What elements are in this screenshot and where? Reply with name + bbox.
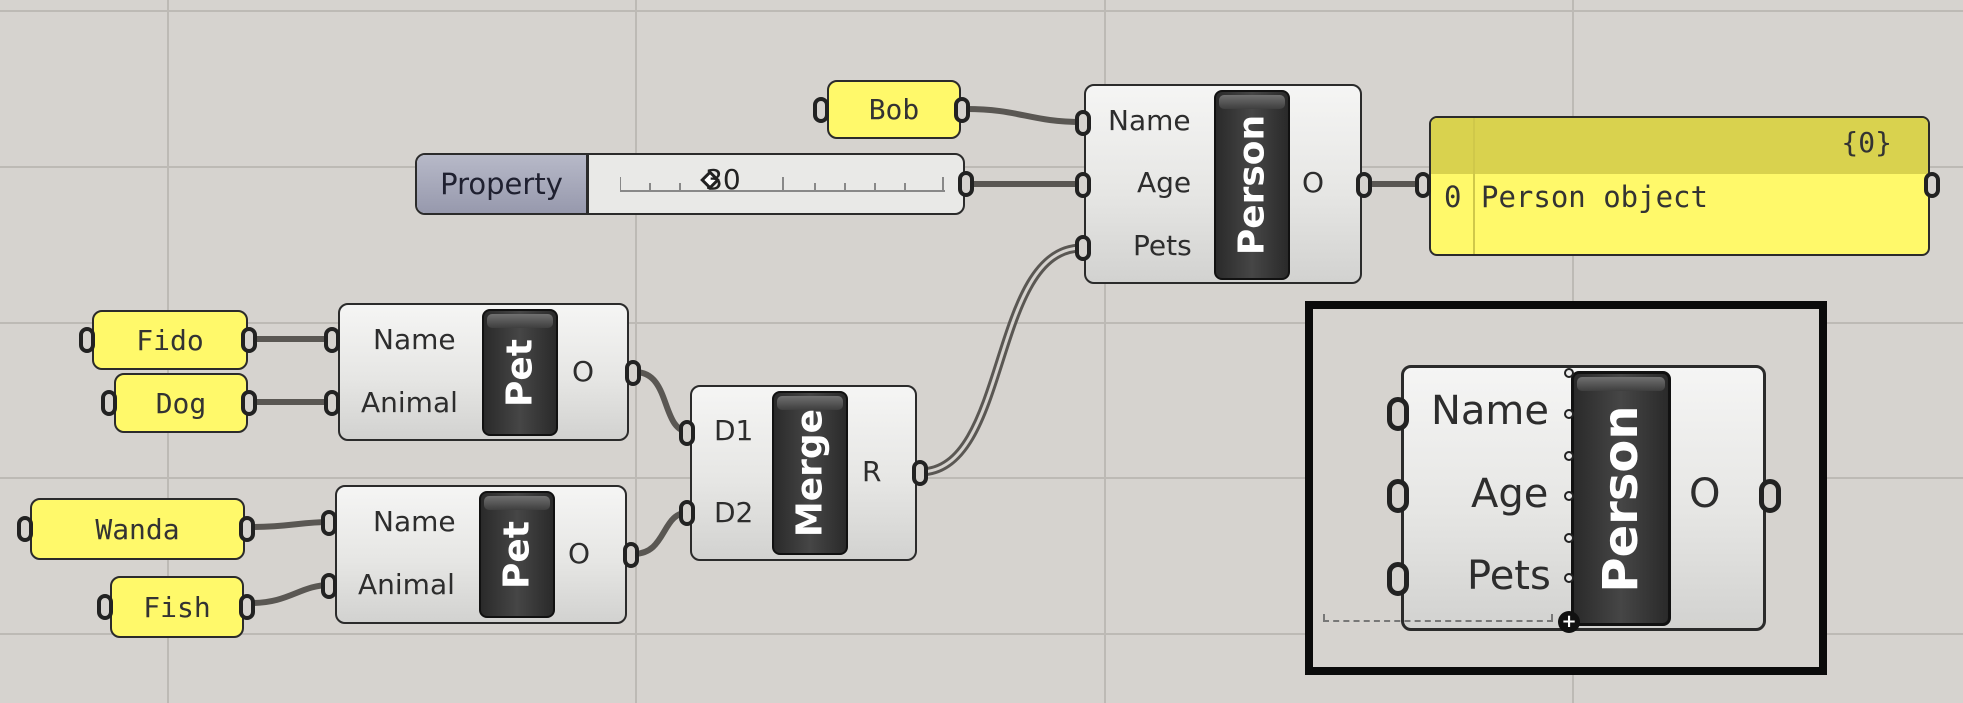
zoom-inset: Name Age Pets Person O + <box>1305 301 1827 675</box>
pet1-input-name[interactable]: Name <box>373 323 456 356</box>
zoom-input-pets[interactable]: Pets <box>1467 553 1551 599</box>
pet1-output[interactable]: O <box>572 355 595 388</box>
panel-grip[interactable] <box>241 390 257 416</box>
output-panel[interactable]: {0} 0 Person object <box>1429 116 1930 256</box>
grid-line <box>0 166 1963 168</box>
insert-param-dot[interactable] <box>1564 533 1574 543</box>
slider-track[interactable] <box>620 173 945 193</box>
panel-text: Fido <box>136 323 204 357</box>
grid-line <box>0 322 1963 324</box>
pet2-input-name[interactable]: Name <box>373 505 456 538</box>
output-grip[interactable] <box>912 460 928 486</box>
pet1-nickname: Pet <box>482 309 558 436</box>
output-grip[interactable] <box>625 360 641 386</box>
panel-grip[interactable] <box>954 97 970 123</box>
panel-grip[interactable] <box>241 327 257 353</box>
input-grip[interactable] <box>1387 479 1409 513</box>
slider-value: 30 <box>705 163 741 196</box>
output-panel-index: 0 <box>1444 180 1462 214</box>
output-grip[interactable] <box>623 542 639 568</box>
panel-fish[interactable]: Fish <box>110 576 244 638</box>
input-grip[interactable] <box>1387 562 1409 596</box>
wire-fish-animal <box>248 582 333 606</box>
zoom-output[interactable]: O <box>1689 471 1721 517</box>
input-grip[interactable] <box>679 500 695 526</box>
person-nickname: Person <box>1214 90 1290 280</box>
panel-text: Wanda <box>95 512 180 546</box>
merge-output[interactable]: R <box>862 455 882 488</box>
remove-param-dot[interactable] <box>1564 491 1574 501</box>
slider-label: Property <box>417 155 589 213</box>
panel-fido[interactable]: Fido <box>92 310 248 370</box>
merge-input-d2[interactable]: D2 <box>714 496 754 529</box>
plus-icon: + <box>1561 611 1577 632</box>
person-input-name[interactable]: Name <box>1108 104 1191 137</box>
zoom-input-name[interactable]: Name <box>1431 388 1550 434</box>
grid-line <box>0 633 1963 635</box>
grid-line <box>1104 0 1106 703</box>
input-grip[interactable] <box>679 420 695 446</box>
insert-param-dot[interactable] <box>1564 451 1574 461</box>
merge-nickname: Merge <box>772 391 848 555</box>
person-output[interactable]: O <box>1302 166 1325 199</box>
output-grip[interactable] <box>1759 479 1781 513</box>
panel-grip[interactable] <box>1415 172 1431 198</box>
insert-param-dot[interactable] <box>1564 368 1574 378</box>
grid-line <box>0 477 1963 479</box>
pet2-input-animal[interactable]: Animal <box>358 568 455 601</box>
person-input-age[interactable]: Age <box>1137 166 1192 199</box>
grid-line <box>635 0 637 703</box>
input-grip[interactable] <box>1075 172 1091 198</box>
panel-grip[interactable] <box>97 594 113 620</box>
add-parameter-button[interactable]: + <box>1558 611 1580 633</box>
panel-grip[interactable] <box>813 97 829 123</box>
pet1-input-animal[interactable]: Animal <box>361 386 458 419</box>
panel-wanda[interactable]: Wanda <box>30 498 245 560</box>
panel-grip[interactable] <box>79 327 95 353</box>
remove-param-dot[interactable] <box>1564 409 1574 419</box>
input-grip[interactable] <box>1075 235 1091 261</box>
input-grip[interactable] <box>321 573 337 599</box>
grid-line <box>0 10 1963 12</box>
pet2-nickname: Pet <box>479 491 555 618</box>
zoom-nickname: Person <box>1571 371 1671 626</box>
panel-grip[interactable] <box>1924 172 1940 198</box>
input-grip[interactable] <box>1387 397 1409 431</box>
output-panel-path: {0} <box>1841 126 1892 159</box>
panel-text: Bob <box>868 93 920 126</box>
wire-bob-name <box>963 106 1085 125</box>
merge-input-d1[interactable]: D1 <box>714 414 754 447</box>
panel-grip[interactable] <box>17 516 33 542</box>
remove-param-dot[interactable] <box>1564 573 1574 583</box>
output-panel-divider <box>1473 118 1475 254</box>
panel-grip[interactable] <box>239 594 255 620</box>
input-grip[interactable] <box>321 510 337 536</box>
output-panel-header <box>1431 118 1928 174</box>
panel-text: Fish <box>143 590 211 624</box>
input-grip[interactable] <box>1075 110 1091 136</box>
input-grip[interactable] <box>324 327 340 353</box>
person-input-pets[interactable]: Pets <box>1133 229 1192 262</box>
slider-output-grip[interactable] <box>958 171 974 197</box>
input-grip[interactable] <box>324 390 340 416</box>
output-panel-text: Person object <box>1481 180 1708 214</box>
zoom-input-age[interactable]: Age <box>1471 471 1549 517</box>
panel-text: Dog <box>155 386 207 420</box>
panel-bob[interactable]: Bob <box>827 80 961 139</box>
panel-grip[interactable] <box>239 516 255 542</box>
number-slider[interactable]: Property <box>415 153 965 215</box>
pet2-output[interactable]: O <box>568 537 591 570</box>
zoom-variable-param-bracket <box>1323 614 1553 622</box>
panel-dog[interactable]: Dog <box>114 373 248 433</box>
panel-grip[interactable] <box>101 390 117 416</box>
output-grip[interactable] <box>1356 172 1372 198</box>
wire-wanda-name <box>248 519 333 530</box>
